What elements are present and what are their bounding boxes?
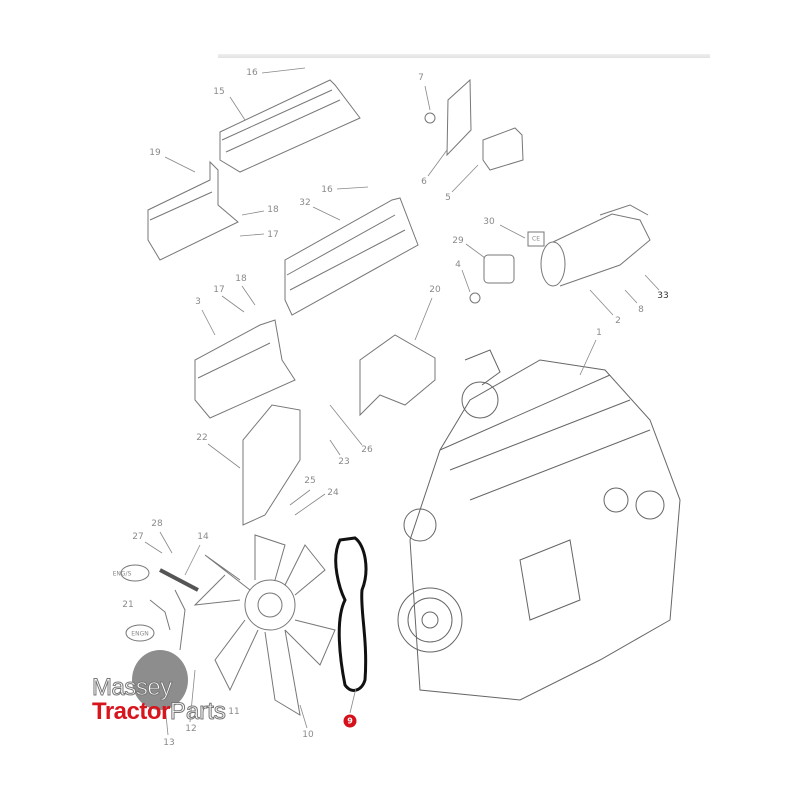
callout-2[interactable]: 2: [615, 316, 621, 326]
callout-22[interactable]: 22: [196, 433, 208, 443]
ce-mark: CE: [532, 235, 540, 243]
callout-28[interactable]: 28: [151, 519, 163, 529]
sensor-21: [149, 589, 186, 651]
callout-16[interactable]: 16: [246, 68, 258, 78]
heat-shield-3: [194, 319, 296, 419]
leader-lines: [144, 67, 660, 736]
callout-16b[interactable]: 16: [321, 185, 333, 195]
eng-n-badge: [125, 624, 155, 642]
heat-shield-32: [284, 197, 419, 316]
heat-shield-19: [147, 160, 239, 261]
callout-32[interactable]: 32: [299, 198, 311, 208]
viscous-drive-13: [132, 650, 188, 710]
logo-parts: Parts: [169, 698, 226, 725]
strap-14: [159, 568, 199, 592]
callout-18b[interactable]: 18: [235, 274, 247, 284]
callout-5[interactable]: 5: [445, 193, 451, 203]
eng-s-badge: [120, 564, 150, 582]
fan-10: [193, 534, 336, 716]
eng-s-text: ENG/S: [112, 570, 132, 578]
callout-30[interactable]: 30: [483, 217, 495, 227]
callout-23[interactable]: 23: [338, 457, 350, 467]
callout-3[interactable]: 3: [195, 297, 201, 307]
callout-6[interactable]: 6: [421, 177, 427, 187]
logo-massey: Massey: [92, 674, 173, 701]
cover-20: [359, 334, 436, 417]
heat-shield-22: [242, 404, 301, 526]
callout-27[interactable]: 27: [132, 532, 144, 542]
callout-17b[interactable]: 17: [213, 285, 225, 295]
callout-8[interactable]: 8: [638, 305, 644, 315]
starter-motor-2: [540, 204, 651, 287]
callout-10[interactable]: 10: [302, 730, 314, 740]
callout-19[interactable]: 19: [149, 148, 161, 158]
eng-n-text: ENGN: [131, 630, 149, 638]
callout-1[interactable]: 1: [596, 328, 602, 338]
callout-33[interactable]: 33: [657, 291, 669, 301]
callout-20[interactable]: 20: [429, 285, 441, 295]
callout-17[interactable]: 17: [267, 230, 279, 240]
callout-18[interactable]: 18: [267, 205, 279, 215]
callout-9-highlighted[interactable]: 9: [343, 714, 357, 728]
callout-12[interactable]: 12: [185, 724, 197, 734]
nut-4: [469, 292, 481, 304]
callout-25[interactable]: 25: [304, 476, 316, 486]
callout-7[interactable]: 7: [418, 73, 424, 83]
label-30: [527, 231, 545, 247]
callout-4[interactable]: 4: [455, 260, 461, 270]
logo-tractor: Tractor: [92, 698, 170, 725]
callout-11[interactable]: 11: [228, 707, 240, 717]
engine-1: [397, 349, 681, 701]
heat-shield-15: [219, 79, 361, 173]
callout-14[interactable]: 14: [197, 532, 209, 542]
callout-26[interactable]: 26: [361, 445, 373, 455]
callout-29[interactable]: 29: [452, 236, 464, 246]
relay-29: [483, 254, 515, 284]
callout-24[interactable]: 24: [327, 488, 339, 498]
callout-15[interactable]: 15: [213, 87, 225, 97]
callout-21[interactable]: 21: [122, 600, 134, 610]
top-divider: [218, 54, 710, 58]
bracket-6-5: [424, 78, 524, 171]
belt-9: [334, 536, 368, 692]
massey-tractor-parts-logo: Massey TractorParts: [92, 674, 227, 725]
callout-13[interactable]: 13: [163, 738, 175, 748]
